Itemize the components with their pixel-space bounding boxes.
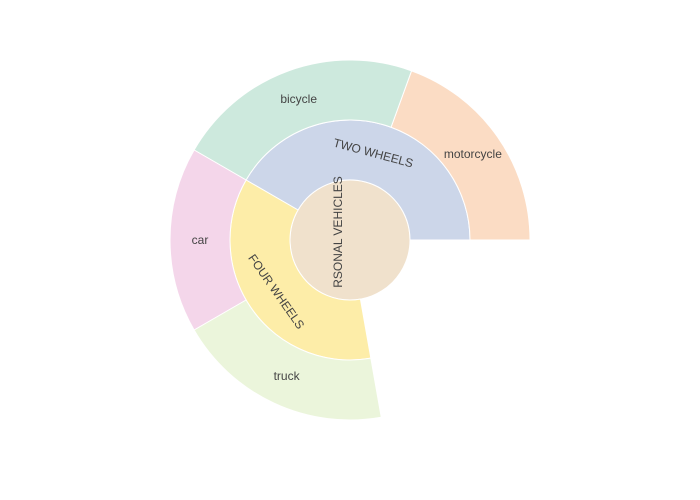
segment-personal-vehicles[interactable] <box>289 179 411 301</box>
segment-truck[interactable] <box>193 299 382 421</box>
label-truck: truck <box>274 369 301 383</box>
label-motorcycle: motorcycle <box>444 147 502 161</box>
label-personal-vehicles: PERSONAL VEHICLES <box>331 176 345 304</box>
label-car: car <box>192 233 209 247</box>
label-bicycle: bicycle <box>280 92 317 106</box>
segments-layer <box>169 59 531 421</box>
